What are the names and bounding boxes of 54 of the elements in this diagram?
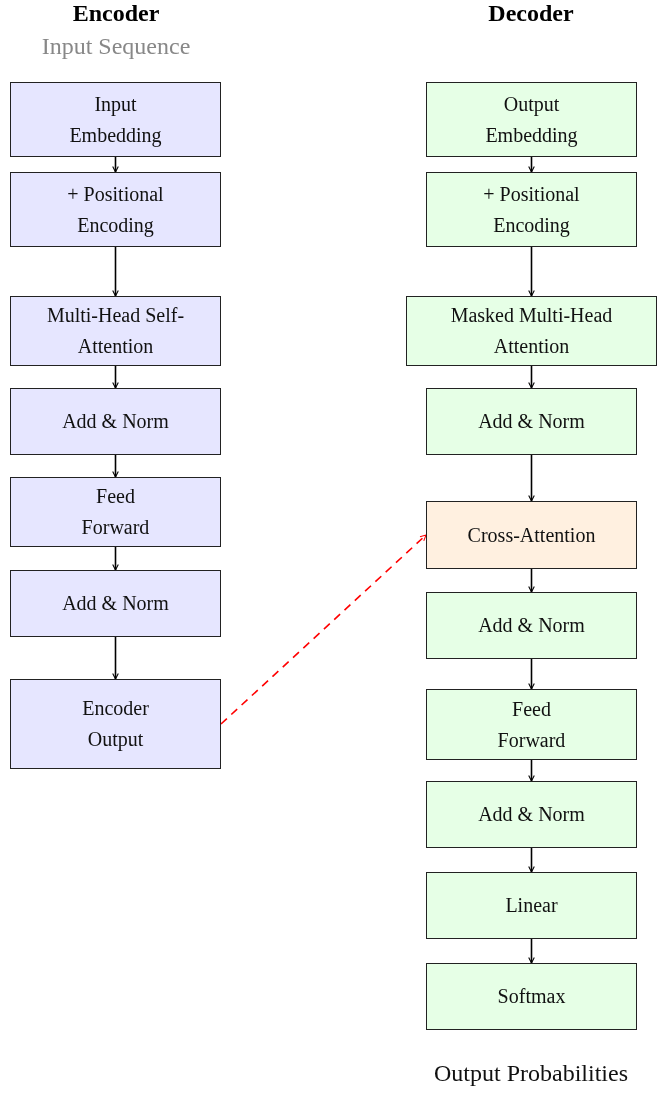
block-label: Output Embedding bbox=[484, 91, 579, 149]
input-label: Input Sequence bbox=[41, 33, 191, 60]
block-label: Input Embedding bbox=[68, 91, 163, 149]
column-title: Encoder bbox=[72, 0, 160, 27]
arrow bbox=[528, 938, 535, 964]
block-label: Softmax bbox=[497, 984, 566, 1009]
arrow bbox=[112, 636, 119, 680]
arrow bbox=[112, 454, 119, 478]
decoder-block bbox=[426, 172, 637, 247]
block-label: Masked Multi-Head Attention bbox=[449, 303, 614, 359]
block-label: + Positional Encoding bbox=[66, 181, 165, 239]
output-label: Output Probabilities bbox=[434, 1060, 628, 1087]
encoder-block bbox=[10, 570, 221, 637]
arrow bbox=[112, 365, 119, 389]
arrow bbox=[528, 568, 535, 593]
decoder-block bbox=[426, 872, 637, 939]
decoder-block bbox=[426, 781, 637, 848]
arrow bbox=[528, 365, 535, 389]
block-label: Add & Norm bbox=[478, 613, 585, 638]
arrow bbox=[528, 759, 535, 782]
block-label: + Positional Encoding bbox=[482, 181, 581, 239]
encoder-block bbox=[10, 477, 221, 547]
arrow bbox=[112, 156, 119, 173]
encoder-block bbox=[10, 296, 221, 366]
block-label: Add & Norm bbox=[478, 802, 585, 827]
block-label: Add & Norm bbox=[478, 409, 585, 434]
block-label: Encoder Output bbox=[81, 696, 150, 753]
block-label: Add & Norm bbox=[62, 409, 169, 434]
encoder-block bbox=[10, 388, 221, 455]
encoder-block bbox=[10, 679, 221, 769]
arrow bbox=[112, 246, 119, 297]
arrow bbox=[220, 534, 427, 725]
arrow bbox=[528, 658, 535, 690]
arrow bbox=[528, 156, 535, 173]
decoder-block bbox=[426, 963, 637, 1030]
block-label: Cross-Attention bbox=[467, 522, 596, 548]
arrow bbox=[112, 546, 119, 571]
encoder-block bbox=[10, 82, 221, 157]
decoder-block bbox=[426, 689, 637, 760]
decoder-block bbox=[426, 388, 637, 455]
block-label: Multi-Head Self-Attention bbox=[45, 303, 186, 359]
decoder-block bbox=[426, 82, 637, 157]
decoder-block bbox=[406, 296, 657, 366]
block-label: Feed Forward bbox=[496, 696, 567, 753]
block-label: Add & Norm bbox=[62, 591, 169, 616]
block-label: Linear bbox=[505, 893, 558, 918]
arrow bbox=[528, 847, 535, 873]
arrow bbox=[528, 246, 535, 297]
column-title: Decoder bbox=[488, 0, 574, 27]
decoder-block bbox=[426, 592, 637, 659]
encoder-block bbox=[10, 172, 221, 247]
block-label: Feed Forward bbox=[80, 484, 151, 540]
arrow bbox=[528, 454, 535, 502]
cross-attention-block bbox=[426, 501, 637, 569]
